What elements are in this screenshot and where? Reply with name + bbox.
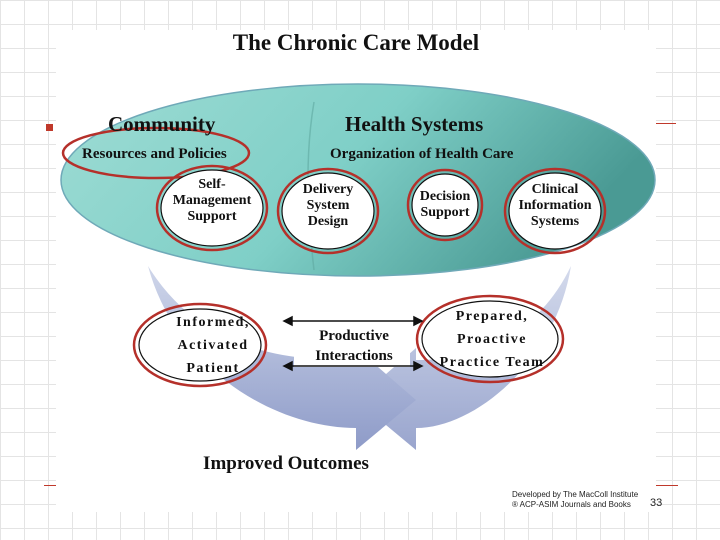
delivery-system-highlight	[276, 167, 380, 255]
team-circle	[421, 300, 559, 378]
self-management-label: Self- Management Support	[172, 177, 252, 224]
self-management-highlight	[155, 164, 269, 252]
patient-highlight	[132, 302, 268, 388]
community-heading: Community	[108, 112, 216, 136]
delivery-system-label: Delivery System Design	[302, 182, 354, 229]
interaction-arrows	[282, 315, 424, 372]
delivery-system-circle	[281, 172, 375, 250]
clinical-info-highlight	[503, 167, 607, 255]
clinical-info-label: Clinical Information Systems	[518, 182, 592, 229]
self-management-circle	[160, 169, 264, 247]
improved-outcomes-label: Improved Outcomes	[203, 453, 369, 474]
decision-support-label: Decision Support	[419, 189, 471, 220]
slide-rule-top	[654, 123, 676, 124]
team-label: Prepared, Proactive Practice Team	[439, 309, 545, 370]
interactions-box	[294, 325, 410, 367]
slide-bullet-mark	[46, 124, 53, 131]
diagram-title: The Chronic Care Model	[232, 30, 480, 55]
slide-rule-bottom-left	[44, 485, 60, 486]
interactions-label: Productive Interactions	[315, 328, 393, 364]
decision-support-circle	[411, 173, 479, 237]
health-systems-heading: Health Systems	[345, 112, 484, 136]
resources-policies-label: Resources and Policies	[82, 146, 227, 162]
decision-support-highlight	[406, 168, 484, 242]
credit-text: Developed by The MacColl Institute ® ACP…	[512, 490, 639, 509]
resources-policies-highlight	[61, 126, 251, 180]
clinical-info-circle	[508, 172, 602, 250]
team-highlight	[415, 294, 565, 384]
chronic-care-diagram	[60, 83, 656, 450]
organization-label: Organization of Health Care	[330, 146, 514, 162]
page-number: 33	[650, 497, 663, 509]
patient-label: Informed, Activated Patient	[176, 315, 250, 376]
outcome-arrow-left-shape	[148, 266, 416, 450]
patient-circle	[138, 308, 262, 382]
slide-rule-bottom-right	[656, 485, 678, 486]
